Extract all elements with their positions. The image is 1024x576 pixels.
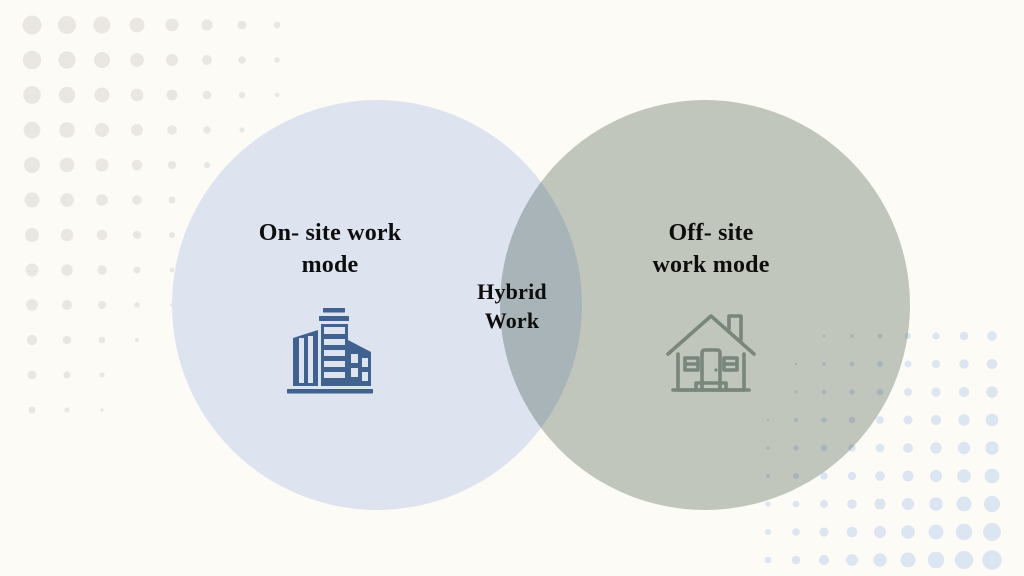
house-icon [665, 312, 757, 399]
office-building-icon [287, 306, 373, 403]
off-site-icon-wrap [600, 312, 822, 399]
off-site-title-line1: Off- site [668, 220, 754, 246]
on-site-panel: On- site work mode [205, 218, 455, 403]
off-site-title-line2: work mode [652, 251, 770, 278]
off-site-panel: Off- site work mode [600, 218, 822, 399]
hybrid-work-title-line1: Hybrid [477, 279, 547, 304]
hybrid-work-title: Hybrid Work [452, 277, 572, 336]
venn-circle-right[interactable] [500, 100, 910, 510]
hybrid-work-title-line2: Work [484, 308, 540, 334]
on-site-title-line2: mode [301, 251, 359, 278]
off-site-title: Off- site work mode [600, 218, 822, 282]
on-site-icon-wrap [205, 306, 455, 403]
hybrid-work-panel: Hybrid Work [452, 277, 572, 336]
on-site-title: On- site work mode [205, 218, 455, 282]
on-site-title-line1: On- site work [258, 220, 402, 246]
